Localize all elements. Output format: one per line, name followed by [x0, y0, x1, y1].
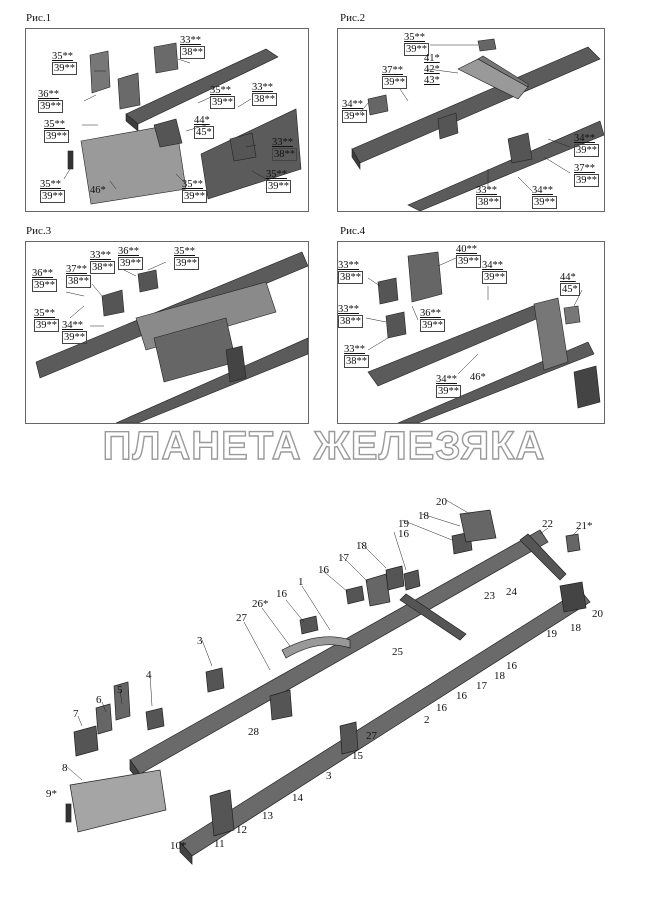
fig4-label-40-39: 40**39**	[456, 244, 481, 268]
callout-14: 14	[292, 792, 303, 804]
fig4-label-46: 46*	[470, 372, 486, 383]
callout-16a: 16	[276, 588, 287, 600]
callout-26: 26*	[252, 598, 269, 610]
main-frame-drawing	[65, 499, 591, 865]
fig1-label-33-38b: 33**38**	[252, 82, 277, 106]
fig2-label-34-39: 34**39**	[342, 99, 367, 123]
callout-5: 5	[117, 684, 123, 696]
fig1-label-46: 46*	[90, 185, 106, 196]
callout-16e: 16	[436, 702, 447, 714]
callout-25: 25	[392, 646, 403, 658]
callout-28: 28	[248, 726, 259, 738]
fig4-title: Рис.4	[340, 225, 366, 237]
fig3-label-33-38: 33**38**	[90, 250, 115, 274]
callout-7: 7	[73, 708, 79, 720]
fig4-label-33-38: 33**38**	[338, 260, 363, 284]
callout-18a: 18	[356, 540, 367, 552]
fig3-label-34-39: 34**39**	[62, 320, 87, 344]
callout-13: 13	[262, 810, 273, 822]
fig2-label-34-39c: 34**39**	[532, 185, 557, 209]
callout-20b: 20	[592, 608, 603, 620]
callout-18b: 18	[418, 510, 429, 522]
callout-17a: 17	[338, 552, 349, 564]
fig2-label-35-39: 35**39**	[404, 32, 429, 56]
callout-11: 11	[214, 838, 225, 850]
fig4-label-33-38c: 33**38**	[344, 344, 369, 368]
callout-20a: 20	[436, 496, 447, 508]
fig3-label-35-39b: 35**39**	[34, 308, 59, 332]
callout-27a: 27	[236, 612, 247, 624]
callout-3a: 3	[197, 635, 203, 647]
fig4-drawing	[365, 251, 601, 423]
callout-15: 15	[352, 750, 363, 762]
callout-6: 6	[96, 694, 102, 706]
callout-18c: 18	[494, 670, 505, 682]
fig3-label-36-39: 36**39**	[118, 246, 143, 270]
fig2-panel: 35**39** 37**39** 34**39** 34**39** 37**…	[337, 28, 605, 212]
fig1-label-35-39b: 35**39**	[44, 119, 69, 143]
fig2-label-41-43: 41* 42* 43*	[424, 53, 440, 86]
fig1-label-35-39: 35**39**	[52, 51, 77, 75]
callout-16c: 16	[398, 528, 409, 540]
callout-21: 21*	[576, 520, 593, 532]
callout-19a: 19	[398, 518, 409, 530]
callout-16b: 16	[318, 564, 329, 576]
fig3-label-35-39: 35**39**	[174, 246, 199, 270]
callout-24: 24	[506, 586, 517, 598]
fig1-label-44-45: 44*45*	[194, 115, 214, 139]
fig3-drawing	[35, 251, 308, 423]
fig1-drawing	[63, 42, 302, 205]
fig2-title: Рис.2	[340, 12, 366, 24]
fig2-label-34-39b: 34**39**	[574, 133, 599, 157]
fig4-label-33-38b: 33**38**	[338, 304, 363, 328]
callout-16f: 16	[506, 660, 517, 672]
fig3-panel: 33**38** 36**39** 35**39** 36**39** 37**…	[25, 241, 309, 424]
fig3-label-37-38: 37**38**	[66, 264, 91, 288]
fig4-label-44-45: 44*45*	[560, 272, 580, 296]
fig1-label-33-38c: 33**38**	[272, 137, 297, 161]
fig1-label-35-39d: 35**39**	[266, 169, 291, 193]
callout-17b: 17	[476, 680, 487, 692]
callout-12: 12	[236, 824, 247, 836]
fig2-label-33-38: 33**38**	[476, 185, 501, 209]
callout-27b: 27	[366, 730, 377, 742]
callout-19b: 19	[546, 628, 557, 640]
fig1-label-36-39: 36**39**	[38, 89, 63, 113]
callout-4: 4	[146, 669, 152, 681]
callout-22: 22	[542, 518, 553, 530]
fig2-drawing	[351, 38, 604, 211]
callout-1: 1	[298, 576, 304, 588]
fig4-label-36-39: 36**39**	[420, 308, 445, 332]
fig4-panel: 40**39** 33**38** 34**39** 44*45* 33**38…	[337, 241, 605, 424]
fig1-label-35-39e: 35**39**	[182, 179, 207, 203]
fig4-label-34-39b: 34**39**	[436, 374, 461, 398]
callout-9: 9*	[46, 788, 57, 800]
fig3-label-36-39b: 36**39**	[32, 268, 57, 292]
callout-18d: 18	[570, 622, 581, 634]
fig2-label-37-39: 37**39**	[382, 65, 407, 89]
callout-23: 23	[484, 590, 495, 602]
callout-16d: 16	[456, 690, 467, 702]
fig1-label-35-39f: 35**39**	[40, 179, 65, 203]
callout-2: 2	[424, 714, 430, 726]
fig1-label-33-38: 33**38**	[180, 35, 205, 59]
watermark: ПЛАНЕТА ЖЕЛЕЗЯКА	[102, 423, 546, 468]
callout-3b: 3	[326, 770, 332, 782]
fig3-title: Рис.3	[26, 225, 52, 237]
callout-8: 8	[62, 762, 68, 774]
callout-10: 10*	[170, 840, 187, 852]
fig2-label-37-39b: 37**39**	[574, 163, 599, 187]
fig1-label-35-39c: 35**39**	[210, 85, 235, 109]
fig4-label-34-39: 34**39**	[482, 260, 507, 284]
fig1-panel: 35**39** 33**38** 36**39** 35**39** 33**…	[25, 28, 309, 212]
fig1-title: Рис.1	[26, 12, 52, 24]
